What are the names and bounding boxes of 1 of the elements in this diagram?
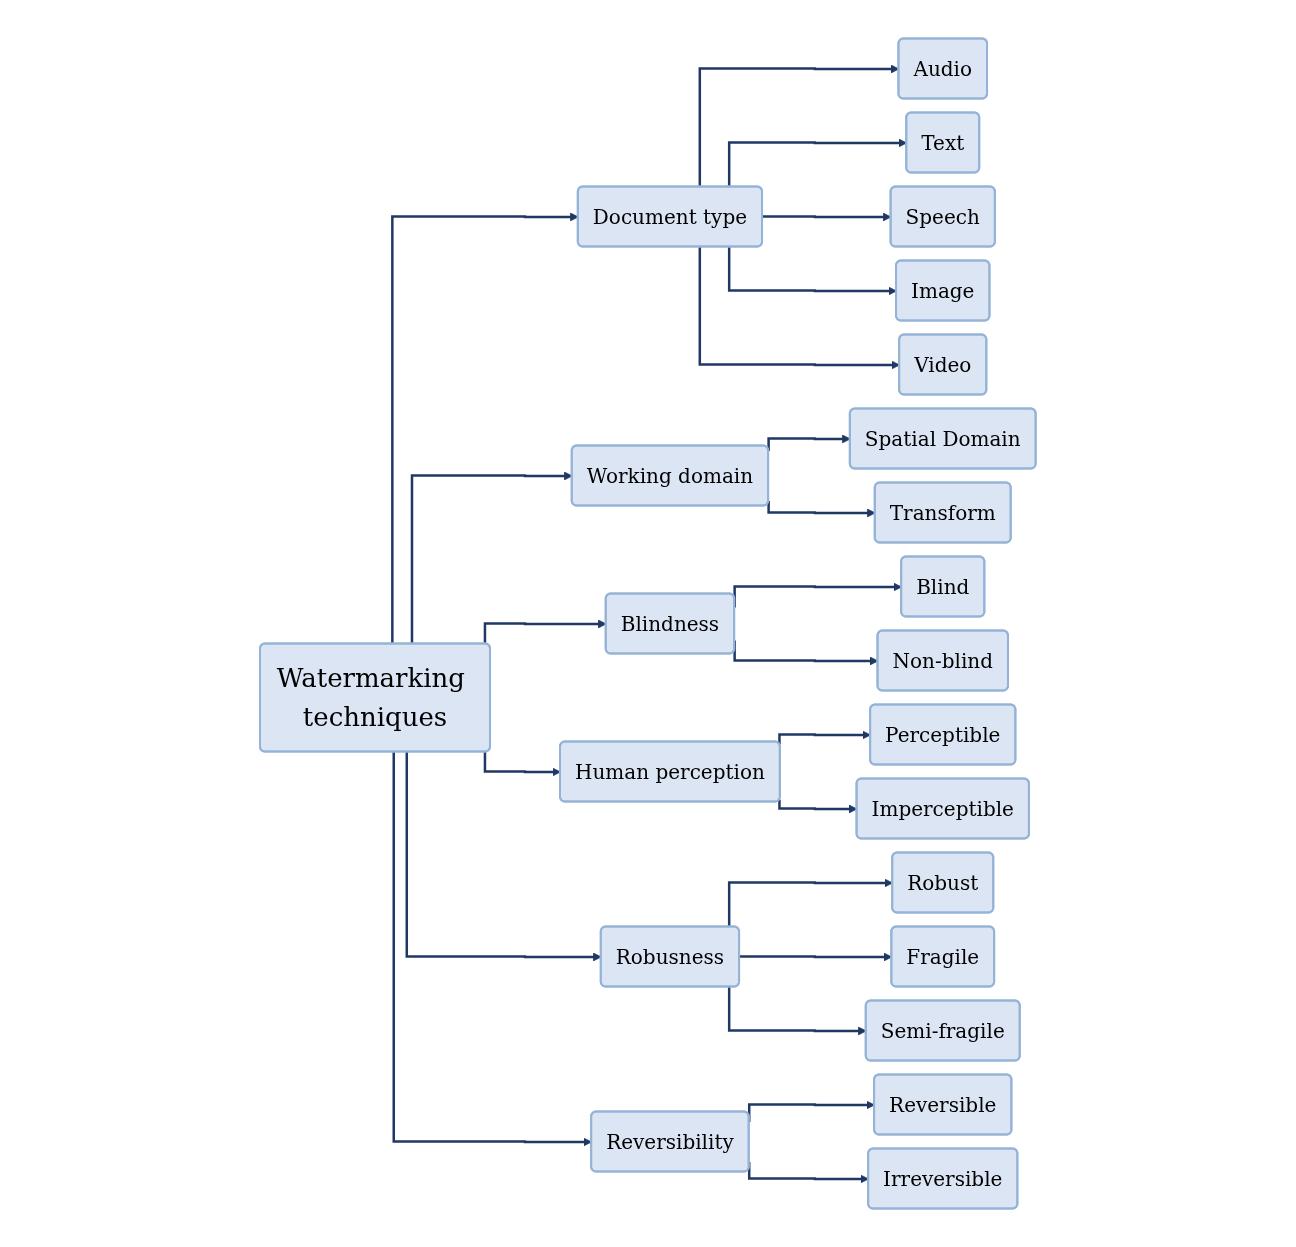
arrow: [391, 212, 579, 644]
